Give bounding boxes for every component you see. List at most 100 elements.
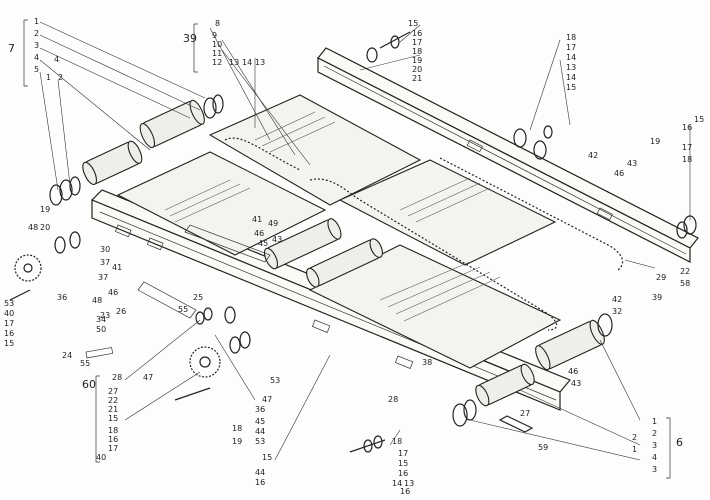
callout: 45 [258, 239, 268, 248]
callout: 17 [398, 449, 408, 458]
callout: 20 [412, 65, 422, 74]
callout: 17 [108, 444, 118, 453]
callout: 15 [108, 414, 118, 423]
callout: 27 [108, 387, 118, 396]
callout: 1 [34, 17, 39, 26]
callout: 17 [412, 38, 422, 47]
callout: 46 [108, 288, 118, 297]
callout: 46 [614, 169, 624, 178]
callout: 1 [632, 445, 637, 454]
belt-chain [224, 137, 624, 331]
callout: 19 [412, 56, 422, 65]
callout: 39 [183, 32, 197, 45]
callout: 14 [242, 58, 252, 67]
callout: 30 [100, 245, 110, 254]
sprockets [14, 254, 221, 378]
callout: 15 [4, 339, 14, 348]
callout: 16 [400, 487, 410, 495]
lower-belt-section [308, 244, 562, 369]
middle-belt-section [338, 159, 557, 266]
callout: 44 [255, 427, 265, 436]
group-brackets [23, 19, 671, 479]
callout: 4 [34, 53, 39, 62]
callout: 23 [100, 311, 110, 320]
callout: 41 [112, 263, 122, 272]
callout: 13 [404, 479, 414, 488]
bolts [9, 31, 534, 453]
callout: 9 [212, 31, 217, 40]
callout: 32 [612, 307, 622, 316]
callout: 6 [676, 436, 683, 449]
callout: 15 [566, 83, 576, 92]
callout: 20 [40, 223, 50, 232]
callout: 41 [252, 215, 262, 224]
callout: 12 [212, 58, 222, 67]
callout: 2 [34, 29, 39, 38]
callout: 40 [4, 309, 14, 318]
callout: 2 [632, 433, 637, 442]
callout: 36 [255, 405, 265, 414]
callout: 16 [682, 123, 692, 132]
callout: 16 [398, 469, 408, 478]
callout: 53 [270, 376, 280, 385]
callout: 21 [108, 405, 118, 414]
callout: 18 [232, 424, 242, 433]
callout: 18 [392, 437, 402, 446]
callout: 21 [412, 74, 422, 83]
callout: 59 [538, 443, 548, 452]
callout: 4 [54, 55, 59, 64]
callout: 43 [571, 379, 581, 388]
callout: 16 [4, 329, 14, 338]
callout: 15 [694, 115, 704, 124]
callout-labels: 7 1 2 3 4 5 4 1 2 39 8 9 10 11 12 13 14 … [4, 17, 704, 496]
callout: 10 [212, 40, 222, 49]
callout: 13 [229, 58, 239, 67]
callout: 7 [8, 42, 15, 55]
callout: 2 [58, 73, 63, 82]
callout: 1 [652, 417, 657, 426]
callout: 58 [680, 279, 690, 288]
callout: 44 [255, 468, 265, 477]
callout: 22 [680, 267, 690, 276]
callout: 37 [100, 258, 110, 267]
callout: 26 [116, 307, 126, 316]
far-side-rail [317, 47, 699, 263]
callout: 28 [388, 395, 398, 404]
callout: 50 [96, 325, 106, 334]
callout: 37 [98, 273, 108, 282]
callout: 46 [254, 229, 264, 238]
callout: 43 [272, 235, 282, 244]
callout: 5 [34, 65, 39, 74]
callout: 3 [34, 41, 39, 50]
bearings [49, 94, 697, 427]
callout: 45 [255, 417, 265, 426]
rollers [82, 99, 605, 407]
callout: 17 [682, 143, 692, 152]
callout: 48 [28, 223, 38, 232]
callout: 3 [652, 465, 657, 474]
callout: 24 [62, 351, 72, 360]
callout: 3 [652, 441, 657, 450]
callout: 43 [627, 159, 637, 168]
callout: 18 [108, 426, 118, 435]
callout: 1 [46, 73, 51, 82]
callout: 15 [408, 19, 418, 28]
callout: 47 [143, 373, 153, 382]
brackets [85, 224, 271, 359]
callout: 18 [566, 33, 576, 42]
upper-belt-section [116, 94, 422, 256]
callout: 17 [566, 43, 576, 52]
callout: 42 [612, 295, 622, 304]
callout: 27 [520, 409, 530, 418]
callout: 16 [255, 478, 265, 487]
callout: 55 [178, 305, 188, 314]
callout: 53 [255, 437, 265, 446]
callout: 2 [652, 429, 657, 438]
callout: 55 [80, 359, 90, 368]
callout: 16 [108, 435, 118, 444]
callout: 8 [215, 19, 220, 28]
callout: 19 [40, 205, 50, 214]
callout: 15 [398, 459, 408, 468]
leader-lines [39, 21, 691, 461]
callout: 46 [568, 367, 578, 376]
